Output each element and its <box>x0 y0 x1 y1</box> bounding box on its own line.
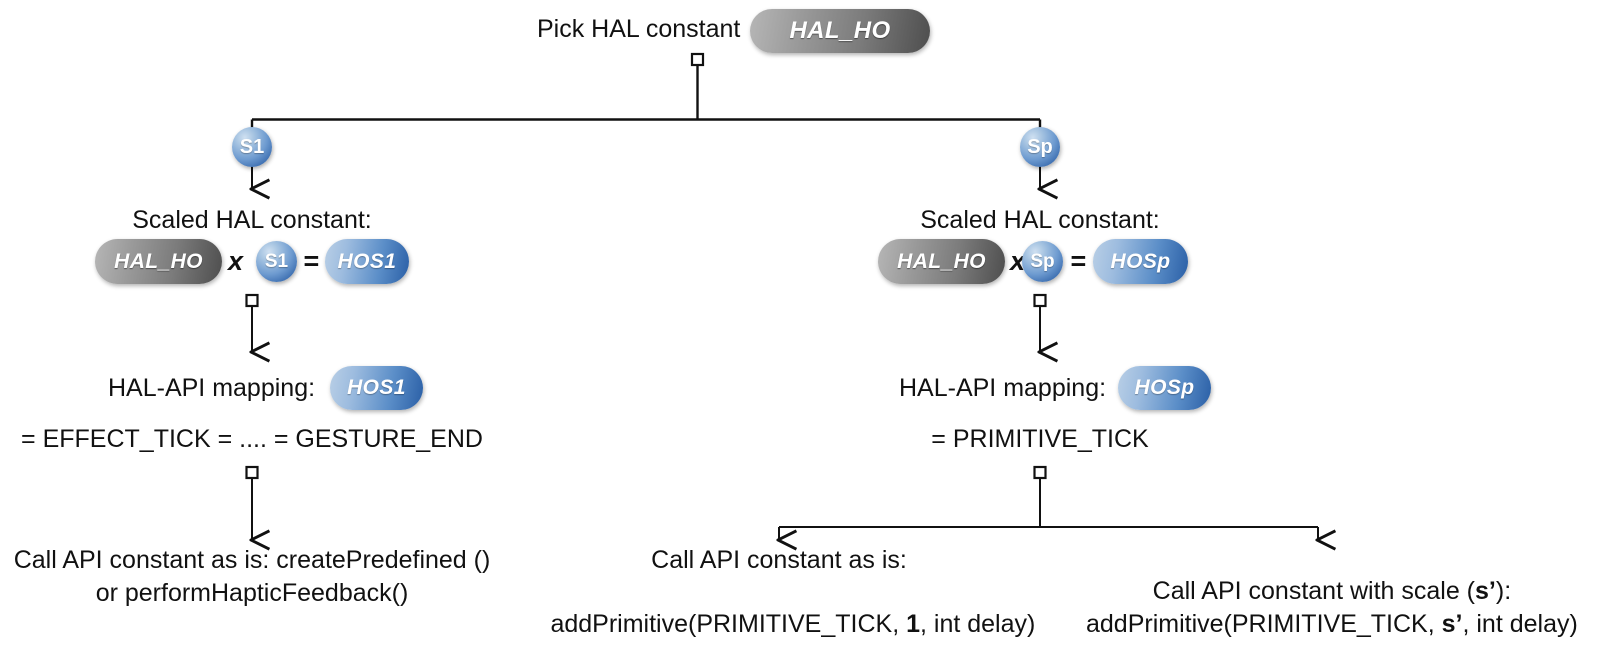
left-operator-times: x <box>228 246 244 276</box>
right-leaf-right-line1-pre: Call API constant with scale ( <box>1152 577 1476 605</box>
right-leaf-right-line1-post: ): <box>1495 577 1512 605</box>
left-leaf-line1: Call API constant as is: createPredefine… <box>13 546 491 574</box>
right-leaf-left-line2-post: , int delay) <box>920 610 1036 638</box>
edge-right-mapping-split <box>779 465 1318 540</box>
right-mapping-pill-hosp[interactable]: HOSp <box>1118 366 1211 410</box>
left-operand-s1[interactable]: S1 <box>256 241 297 282</box>
right-leaf-right-line1-bold: s’ <box>1475 577 1496 605</box>
branch-badge-sp[interactable]: Sp <box>1020 127 1060 167</box>
right-leaf-right-line2-pre: addPrimitive(PRIMITIVE_TICK, <box>1085 610 1442 638</box>
edge-left-mapping-to-leaf <box>245 465 258 540</box>
right-leaf-left-line2-pre: addPrimitive(PRIMITIVE_TICK, <box>550 610 907 638</box>
right-leaf-right-line1: Call API constant with scale (s’): <box>1125 545 1512 638</box>
right-operand-sp[interactable]: Sp <box>1022 241 1063 282</box>
right-operator-equals: = <box>1070 246 1086 276</box>
left-scaled-label: Scaled HAL constant: <box>132 206 372 234</box>
right-leaf-right-line2-bold: s’ <box>1441 610 1463 638</box>
diagram-canvas: Pick HAL constant HAL_HO S1 Sp Scaled HA… <box>13 9 1600 638</box>
right-leaf-left-line2-bold: 1 <box>906 610 920 638</box>
connector-layer <box>245 52 1600 625</box>
root-label: Pick HAL constant <box>537 15 741 43</box>
left-operand-hal-ho[interactable]: HAL_HO <box>95 239 222 284</box>
right-mapping-label: HAL-API mapping: <box>899 374 1107 402</box>
edge-right-scaled-to-mapping <box>1033 293 1046 352</box>
left-mapping-label: HAL-API mapping: <box>108 374 316 402</box>
right-leaf-left-line1: Call API constant as is: <box>651 546 907 574</box>
branch-badge-s1[interactable]: S1 <box>232 127 272 167</box>
left-operator-equals: = <box>303 246 319 276</box>
right-operator-times: x <box>1010 246 1026 276</box>
right-operand-hal-ho[interactable]: HAL_HO <box>878 239 1005 284</box>
right-scaled-label: Scaled HAL constant: <box>920 206 1160 234</box>
right-leaf-right-line2-post: , int delay) <box>1462 610 1578 638</box>
right-result-hosp[interactable]: HOSp <box>1093 239 1188 284</box>
edge-root-to-split <box>250 52 1042 131</box>
edge-left-scaled-to-mapping <box>245 293 258 352</box>
root-pill-hal-ho[interactable]: HAL_HO <box>750 9 930 53</box>
left-mapping-expression: = EFFECT_TICK = .... = GESTURE_END <box>21 425 483 453</box>
left-leaf-line2: or performHapticFeedback() <box>95 579 409 607</box>
left-mapping-pill-hos1[interactable]: HOS1 <box>330 366 423 410</box>
right-mapping-expression: = PRIMITIVE_TICK <box>931 425 1149 453</box>
left-result-hos1[interactable]: HOS1 <box>325 239 409 284</box>
